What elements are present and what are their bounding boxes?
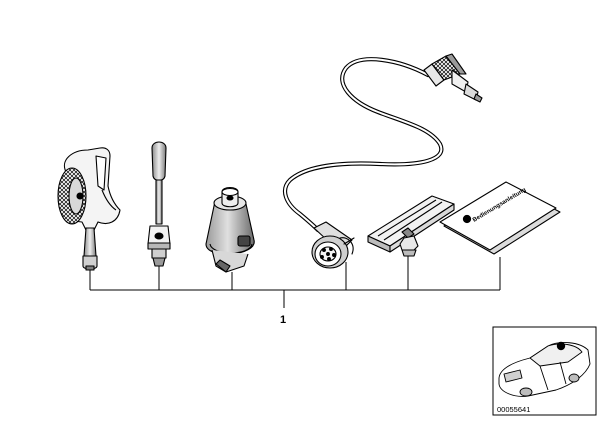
part-connection-cable [282, 53, 483, 269]
part-tool-wrench [57, 147, 121, 271]
part-owners-manual: Bedienungsanleitung [439, 181, 561, 255]
part-mounting-clip [367, 195, 455, 257]
callout-leader-lines [89, 252, 501, 308]
callout-number: 1 [280, 314, 286, 326]
location-marker-icon [556, 341, 566, 351]
part-antenna-base [205, 186, 255, 273]
part-rod-antenna [147, 141, 171, 267]
vehicle-thumbnail: 00055641 [492, 326, 597, 416]
thumbnail-reference-number: 00055641 [497, 405, 530, 414]
car-outline [498, 342, 591, 397]
